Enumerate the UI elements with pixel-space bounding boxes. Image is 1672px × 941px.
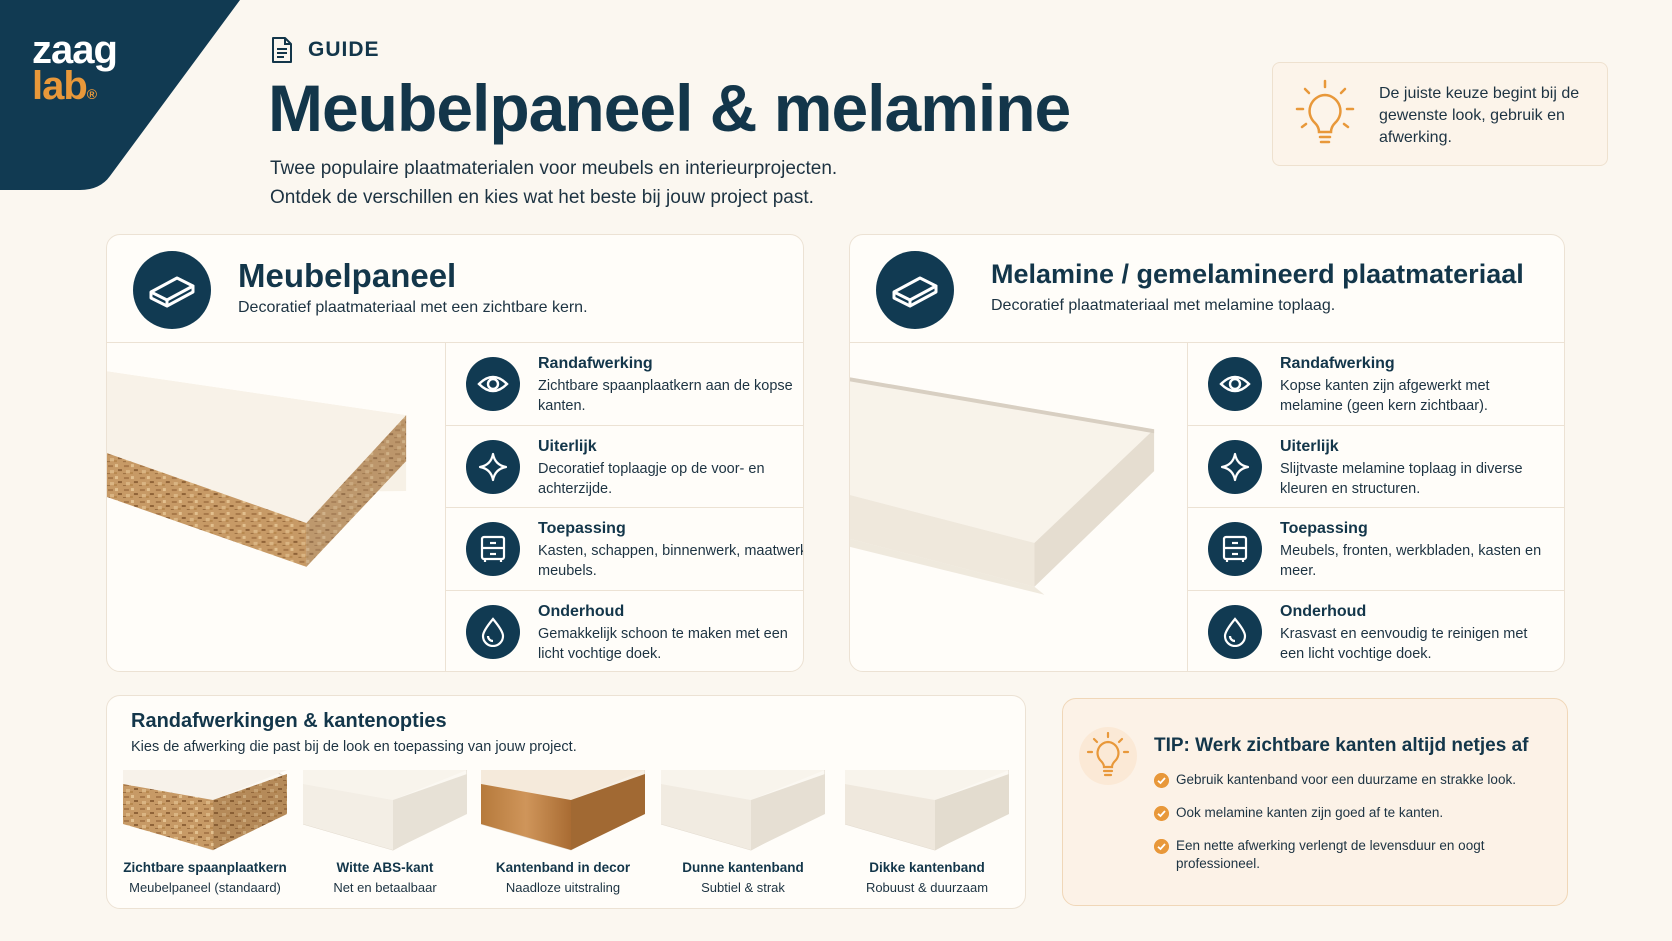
edge-option-desc: Naadloze uitstraling <box>505 880 621 895</box>
tip-item-text: Gebruik kantenband voor een duurzame en … <box>1176 772 1516 787</box>
edge-option-name: Witte ABS-kant <box>336 860 434 875</box>
edge-option-name: Dunne kantenband <box>682 860 804 875</box>
feature-toepassing: Toepassing Meubels, fronten, werkbladen,… <box>1188 508 1564 591</box>
feature-description: Kasten, schappen, binnenwerk, maatwerk m… <box>538 543 804 579</box>
card-title: Meubelpaneel <box>238 257 457 294</box>
melamine-illustration <box>850 343 1188 671</box>
card-subtitle: Decoratief plaatmateriaal met een zichtb… <box>238 299 588 316</box>
edge-option-desc: Meubelpaneel (standaard) <box>129 880 281 895</box>
check-icon <box>1154 839 1169 854</box>
tip-card: TIP: Werk zichtbare kanten altijd netjes… <box>1062 698 1568 906</box>
feature-title: Randafwerking <box>538 355 653 372</box>
page-title: Meubelpaneel & melamine <box>268 71 1071 145</box>
edge-swatch <box>661 770 825 851</box>
edge-option-dik: Dikke kantenband Robuust & duurzaam <box>845 770 1009 902</box>
cabinet-icon <box>1208 522 1262 576</box>
feature-list: Randafwerking Zichtbare spaanplaatkern a… <box>446 343 804 672</box>
tip-list: Gebruik kantenband voor een duurzame en … <box>1154 771 1554 888</box>
feature-description: Meubels, fronten, werkbladen, kasten en … <box>1280 543 1542 579</box>
sparkle-icon <box>1208 439 1262 494</box>
feature-toepassing: Toepassing Kasten, schappen, binnenwerk,… <box>446 508 804 591</box>
guide-eyebrow: GUIDE <box>270 36 380 64</box>
edge-swatch <box>481 770 645 851</box>
feature-title: Uiterlijk <box>538 437 597 455</box>
droplet-icon <box>1208 604 1262 659</box>
lightbulb-icon <box>1295 79 1355 144</box>
edge-option-name: Zichtbare spaanplaatkern <box>123 860 287 875</box>
tip-item-text: Ook melamine kanten zijn goed af te kant… <box>1176 805 1444 820</box>
intro-line-1: Twee populaire plaatmaterialen voor meub… <box>270 158 838 179</box>
feature-onderhoud: Onderhoud Krasvast en eenvoudig te reini… <box>1188 591 1564 672</box>
edge-option-desc: Net en betaalbaar <box>333 880 437 895</box>
tip-item: Een nette afwerking verlengt de levensdu… <box>1154 837 1554 873</box>
card-subtitle: Decoratief plaatmateriaal met melamine t… <box>991 297 1336 314</box>
check-icon <box>1154 806 1169 821</box>
edge-option-desc: Subtiel & strak <box>701 880 785 895</box>
melamine-card: Melamine / gemelamineerd plaatmateriaal … <box>849 234 1565 672</box>
edge-option-name: Dikke kantenband <box>869 860 985 875</box>
panel-icon <box>133 251 211 329</box>
intro-line-2: Ontdek de verschillen en kies wat het be… <box>270 187 814 208</box>
logo-registered-mark: ® <box>86 86 97 102</box>
feature-onderhoud: Onderhoud Gemakkelijk schoon te maken me… <box>446 591 803 672</box>
check-icon <box>1154 773 1169 788</box>
sparkle-icon <box>466 439 520 494</box>
eye-icon <box>1208 357 1262 411</box>
tip-item-text: Een nette afwerking verlengt de levensdu… <box>1176 838 1485 871</box>
card-header: Melamine / gemelamineerd plaatmateriaal … <box>850 235 1564 343</box>
edge-option-dun: Dunne kantenband Subtiel & strak <box>661 770 825 902</box>
eye-icon <box>466 357 520 411</box>
guide-label: GUIDE <box>308 38 380 61</box>
feature-randafwerking: Randafwerking Kopse kanten zijn afgewerk… <box>1188 343 1564 426</box>
edge-options-subtitle: Kies de afwerking die past bij de look e… <box>131 739 577 755</box>
feature-description: Gemakkelijk schoon te maken met een lich… <box>538 625 788 662</box>
card-title: Melamine / gemelamineerd plaatmateriaal <box>991 259 1524 289</box>
edge-option-desc: Robuust & duurzaam <box>865 880 989 895</box>
top-tip-box: De juiste keuze begint bij de gewenste l… <box>1272 62 1608 166</box>
feature-title: Uiterlijk <box>1280 437 1339 455</box>
feature-description: Slijtvaste melamine toplaag in diverse k… <box>1280 460 1523 497</box>
feature-title: Toepassing <box>1280 520 1368 537</box>
logo-text-bottom: lab® <box>32 64 97 108</box>
document-icon <box>272 37 292 63</box>
logo-text-top: zaag <box>32 28 118 72</box>
edge-option-name: Kantenband in decor <box>495 860 631 875</box>
feature-list: Randafwerking Kopse kanten zijn afgewerk… <box>1188 343 1564 672</box>
feature-uiterlijk: Uiterlijk Slijtvaste melamine toplaag in… <box>1188 426 1564 508</box>
feature-title: Randafwerking <box>1280 355 1395 372</box>
top-tip-text: De juiste keuze begint bij de gewenste l… <box>1379 85 1580 146</box>
edge-option-abs: Witte ABS-kant Net en betaalbaar <box>303 770 467 902</box>
feature-uiterlijk: Uiterlijk Decoratief toplaagje op de voo… <box>446 426 803 508</box>
feature-description: Decoratief toplaagje op de voor- en acht… <box>538 460 765 497</box>
edge-swatch <box>845 770 1009 851</box>
tip-item: Gebruik kantenband voor een duurzame en … <box>1154 771 1554 789</box>
edge-option-decor: Kantenband in decor Naadloze uitstraling <box>481 770 645 902</box>
tip-title: TIP: Werk zichtbare kanten altijd netjes… <box>1154 735 1529 756</box>
edge-swatch <box>123 770 287 851</box>
tip-item: Ook melamine kanten zijn goed af te kant… <box>1154 804 1554 822</box>
meubelpaneel-illustration <box>107 343 446 671</box>
feature-description: Kopse kanten zijn afgewerkt met melamine… <box>1280 378 1490 414</box>
panel-icon <box>876 251 954 329</box>
cabinet-icon <box>466 522 520 576</box>
edge-swatch <box>303 770 467 851</box>
intro-text: Twee populaire plaatmaterialen voor meub… <box>270 154 1030 212</box>
meubelpaneel-card: Meubelpaneel Decoratief plaatmateriaal m… <box>106 234 804 672</box>
feature-title: Onderhoud <box>538 602 625 620</box>
edge-options-card: Randafwerkingen & kantenopties Kies de a… <box>106 695 1026 909</box>
card-header: Meubelpaneel Decoratief plaatmateriaal m… <box>107 235 803 343</box>
feature-description: Krasvast en eenvoudig te reinigen met ee… <box>1280 625 1528 662</box>
feature-title: Onderhoud <box>1280 602 1367 620</box>
feature-description: Zichtbare spaanplaatkern aan de kopse ka… <box>538 378 793 414</box>
logo-background <box>0 0 240 190</box>
edge-option-spaanplaat: Zichtbare spaanplaatkern Meubelpaneel (s… <box>123 770 287 902</box>
lightbulb-icon <box>1079 727 1137 785</box>
droplet-icon <box>466 604 520 659</box>
feature-randafwerking: Randafwerking Zichtbare spaanplaatkern a… <box>446 343 803 426</box>
feature-title: Toepassing <box>538 520 626 537</box>
edge-options-title: Randafwerkingen & kantenopties <box>131 710 447 732</box>
